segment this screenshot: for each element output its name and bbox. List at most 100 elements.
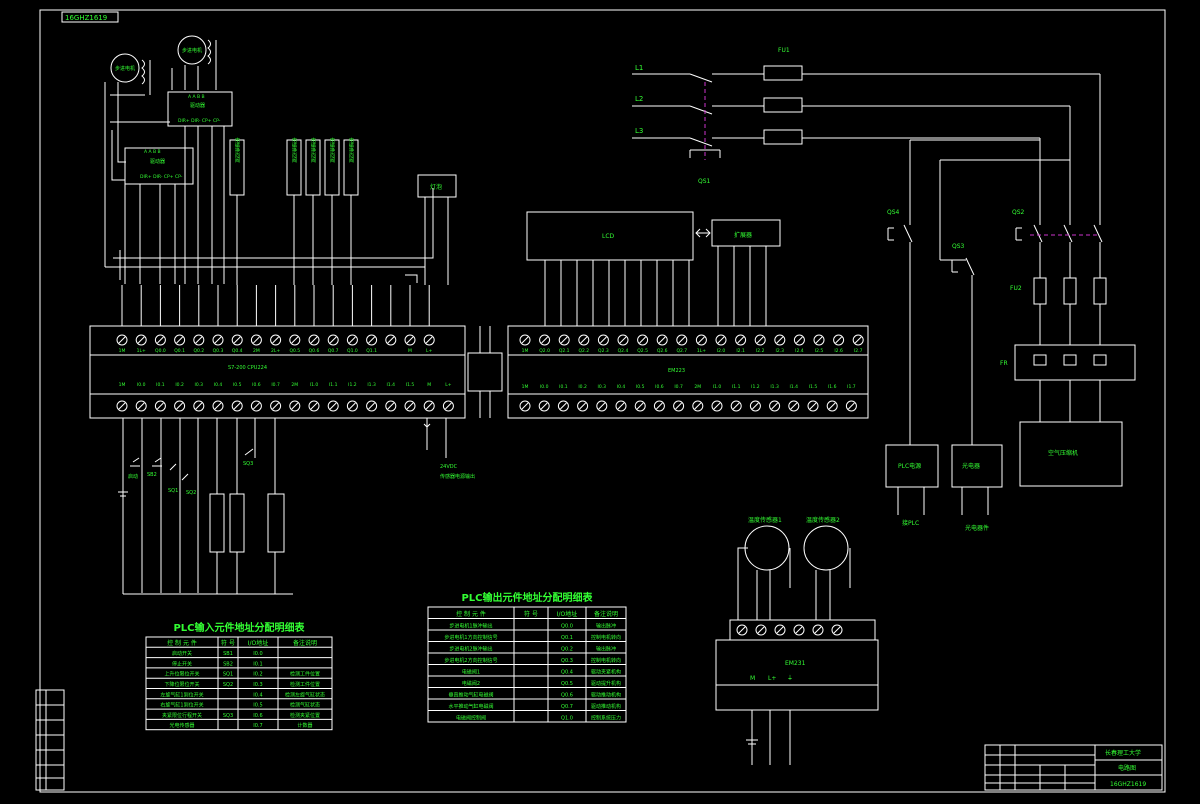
input-table-cell-1-0: 停止开关 (172, 660, 192, 667)
output-table-cell-0-3: 输出脉冲 (596, 623, 616, 630)
em-top-terminal-14 (793, 334, 805, 346)
valve-label-2: 电磁换向阀 (291, 137, 297, 164)
input-table-cell-6-1: SQ3 (223, 713, 233, 719)
breaker-qs3-label: QS3 (952, 243, 965, 250)
input-sq1-label: SQ1 (168, 488, 178, 494)
cpu-top-terminal-8 (270, 334, 282, 346)
cpu-top-label-4: Q0.2 (193, 348, 204, 354)
output-table-cell-0-2: Q0.0 (561, 624, 573, 630)
cpu-top-terminal-6 (231, 334, 243, 346)
temp-sensor-1 (744, 525, 790, 571)
em-top-terminal-8 (676, 334, 688, 346)
cpu-bottom-terminal-7 (250, 400, 262, 412)
cpu-bottom-terminal-16 (423, 400, 435, 412)
cpu-bottom-terminal-8 (270, 400, 282, 412)
em-bottom-terminal-16 (826, 400, 838, 412)
output-table-cell-6-2: Q0.6 (561, 693, 573, 699)
cpu-bottom-terminal-17 (442, 400, 454, 412)
motor-section: 步进电机 步进电机 驱动器 DIR+ DIR- CP+ CP- A A B B … (104, 35, 434, 284)
cpu-top-label-7: 2M (253, 348, 260, 354)
input-table-cell-6-0: 夹紧限位行程开关 (162, 712, 202, 719)
box-plc-power-label: PLC电源 (898, 462, 921, 470)
input-sq3-label: SQ3 (243, 461, 253, 467)
em-top-terminal-6 (637, 334, 649, 346)
stepper-motor-2 (177, 35, 207, 65)
box-motor-label: 空气压缩机 (1048, 449, 1078, 457)
output-table-cell-5-3: 驱动提升机构 (591, 680, 621, 687)
cpu-bottom-terminal-15 (404, 400, 416, 412)
cpu-label: S7-200 CPU224 (228, 365, 267, 371)
cpu-top-label-12: Q1.0 (347, 348, 358, 354)
em-top-terminal-13 (774, 334, 786, 346)
input-table-cell-4-2: I0.4 (253, 692, 262, 698)
em-bottom-terminal-2 (557, 400, 569, 412)
em-top-label-2: Q2.1 (559, 348, 570, 354)
em-top-label-10: I2.0 (717, 348, 726, 354)
em-top-label-13: I2.3 (776, 348, 785, 354)
em-top-label-11: I2.1 (736, 348, 745, 354)
cpu-bottom-label-13: I1.3 (367, 382, 376, 388)
em-top-terminal-9 (695, 334, 707, 346)
input-table-cell-4-3: 检测左旋气缸状态 (285, 691, 325, 698)
em-bottom-label-2: I0.1 (559, 384, 568, 390)
box-motor (1019, 421, 1123, 487)
output-table-header-3: 备注说明 (594, 610, 618, 618)
cpu-bottom-terminal-12 (346, 400, 358, 412)
lamp-box (417, 174, 457, 198)
motor-2-label: 步进电机 (182, 47, 202, 54)
em-bottom-terminal-10 (711, 400, 723, 412)
box-sensor-power (951, 444, 1003, 488)
output-table-cell-4-3: 驱动夹紧机构 (591, 669, 621, 676)
thermal-relay (1014, 344, 1136, 381)
input-table-header-0: 控 制 元 件 (167, 639, 197, 647)
cpu-bottom-label-4: I0.3 (195, 382, 204, 388)
input-sq2-label: SQ2 (186, 490, 196, 496)
em231-pin-m: M (750, 675, 755, 682)
input-table-cell-7-2: I0.7 (253, 723, 262, 729)
input-table-cell-3-3: 检测工件位置 (290, 681, 320, 688)
breaker-qs4-label: QS4 (887, 209, 900, 216)
cpu-top-terminal-5 (212, 334, 224, 346)
cpu-top-terminal-12 (346, 334, 358, 346)
cpu-bottom-terminal-9 (289, 400, 301, 412)
valve-label-5: 电磁换向阀 (348, 137, 354, 164)
output-table-cell-0-0: 步进电机1脉冲输出 (449, 623, 492, 630)
output-table-cell-6-0: 垂直推动气缸电磁阀 (448, 692, 493, 699)
output-table-cell-1-3: 控制电机转向 (591, 634, 621, 641)
expander-box (711, 219, 781, 247)
cpu-top-terminal-3 (174, 334, 186, 346)
title-school: 长春理工大学 (1105, 749, 1141, 757)
input-table-cell-0-1: SB1 (223, 651, 233, 657)
output-table-header-2: I/O地址 (557, 610, 578, 618)
em-bottom-label-0: 1M (522, 384, 529, 390)
breaker-main-label: QS1 (698, 178, 711, 185)
em-top-terminal-12 (754, 334, 766, 346)
input-table-title: PLC输入元件地址分配明细表 (173, 621, 305, 634)
em-top-label-12: I2.2 (756, 348, 765, 354)
input-table-cell-1-1: SB2 (223, 661, 233, 667)
em231-terminal-4 (812, 624, 824, 636)
em231-terminal-0 (736, 624, 748, 636)
output-table-cell-4-2: Q0.4 (561, 670, 573, 676)
valve-label-4: 电磁换向阀 (329, 137, 335, 164)
driver-2-label: 驱动器 (190, 102, 205, 109)
cpu-bottom-label-16: M (427, 382, 431, 388)
em-bottom-terminal-11 (730, 400, 742, 412)
cpu-bottom-terminal-11 (327, 400, 339, 412)
em-top-label-17: I2.7 (854, 348, 863, 354)
phase-l1-label: L1 (635, 64, 643, 72)
em-top-terminal-1 (539, 334, 551, 346)
cpu-bottom-terminal-1 (135, 400, 147, 412)
cpu-bottom-terminal-10 (308, 400, 320, 412)
cpu-bottom-terminal-4 (193, 400, 205, 412)
power-section: L1 L2 L3 QS1 FU1 QS4 (632, 47, 1136, 532)
driver-1-pins: DIR+ DIR- CP+ CP- (140, 174, 183, 180)
em231-label: EM231 (785, 660, 806, 667)
phase-l3-label: L3 (635, 127, 643, 135)
output-table-header-0: 控 制 元 件 (456, 610, 486, 618)
output-table-cell-4-0: 电磁阀1 (462, 669, 480, 676)
relay-label: FR (1000, 360, 1008, 367)
driver-2-pins: DIR+ DIR- CP+ CP- (178, 118, 221, 124)
